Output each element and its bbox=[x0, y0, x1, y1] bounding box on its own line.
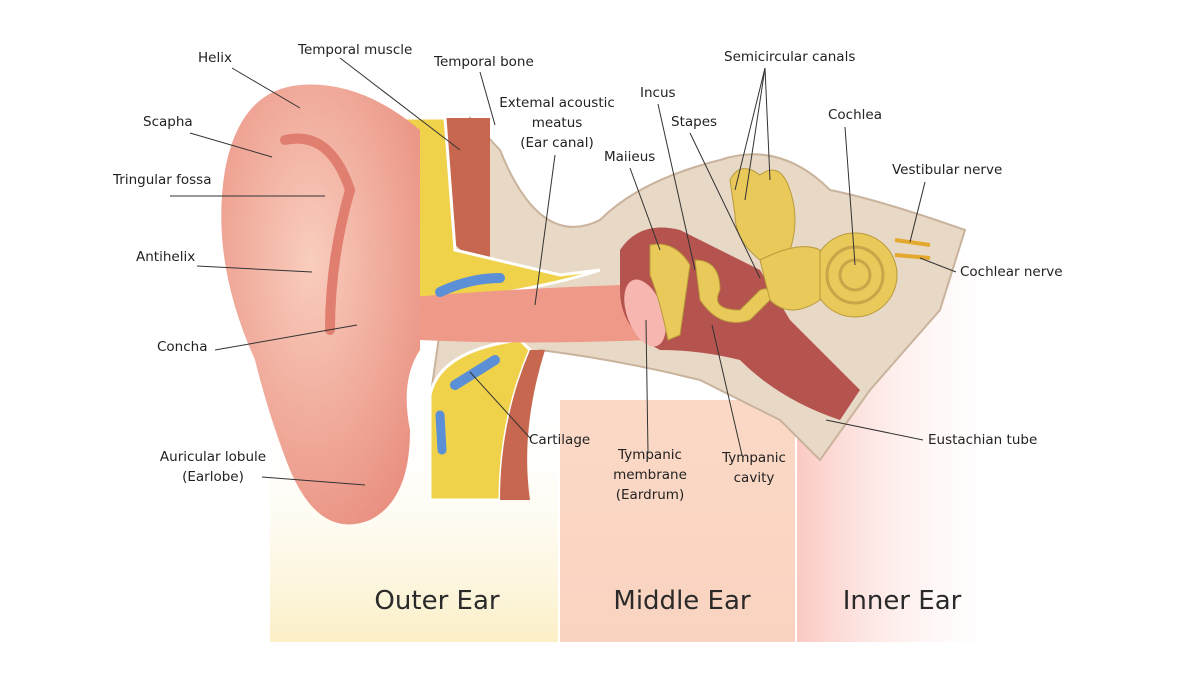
antihelix-fold bbox=[280, 133, 356, 335]
label-line: (Eardrum) bbox=[615, 487, 685, 503]
lower-tissue bbox=[500, 350, 545, 500]
vessel-2 bbox=[450, 355, 500, 390]
label-stapes: Stapes bbox=[671, 114, 718, 130]
label-triangular-fossa: Tringular fossa bbox=[113, 172, 212, 188]
auricle-shape bbox=[221, 84, 420, 525]
label-line: Auricular lobule bbox=[159, 449, 267, 465]
label-cochlea: Cochlea bbox=[828, 107, 882, 123]
label-vestibular-nerve: Vestibular nerve bbox=[892, 162, 1003, 178]
label-line: Tympanic bbox=[618, 447, 682, 463]
nerve-shape bbox=[894, 238, 931, 260]
leader-lines bbox=[170, 57, 957, 486]
label-temporal-muscle: Temporal muscle bbox=[298, 42, 413, 58]
middle-ear-panel bbox=[560, 400, 795, 642]
region-inner-ear: Inner Ear bbox=[842, 586, 962, 616]
label-line: meatus bbox=[531, 115, 583, 131]
label-external-meatus: Extemal acoustic meatus (Ear canal) bbox=[499, 93, 615, 153]
label-line: (Ear canal) bbox=[520, 135, 594, 151]
label-concha: Concha bbox=[157, 339, 208, 355]
label-antihelix: Antihelix bbox=[136, 249, 196, 265]
label-cochlear-nerve: Cochlear nerve bbox=[960, 264, 1063, 280]
region-middle-ear: Middle Ear bbox=[613, 586, 751, 616]
label-line: cavity bbox=[733, 470, 775, 486]
label-eustachian-tube: Eustachian tube bbox=[928, 432, 1038, 448]
label-line: (Earlobe) bbox=[182, 469, 244, 485]
label-scapha: Scapha bbox=[143, 114, 193, 130]
ear-canal-shape bbox=[380, 285, 650, 345]
vessel-3 bbox=[435, 410, 447, 455]
label-line: Extemal acoustic bbox=[499, 95, 615, 111]
label-line: membrane bbox=[613, 467, 687, 483]
vestibule-shape bbox=[759, 246, 821, 311]
region-outer-ear: Outer Ear bbox=[374, 586, 500, 616]
eardrum-shape bbox=[624, 279, 666, 347]
ossicles-shape bbox=[649, 243, 772, 341]
label-line: Tympanic bbox=[722, 450, 786, 466]
label-helix: Helix bbox=[198, 50, 232, 66]
label-incus: Incus bbox=[640, 85, 676, 101]
label-semicircular-canals: Semicircular canals bbox=[724, 49, 856, 65]
label-cartilage: Cartilage bbox=[529, 432, 591, 448]
label-tympanic-cavity: Tympanic cavity bbox=[722, 448, 786, 488]
label-auricular-lobule: Auricular lobule (Earlobe) bbox=[160, 447, 266, 487]
label-tympanic-membrane: Tympanic membrane (Eardrum) bbox=[613, 445, 687, 505]
label-malleus: Maiieus bbox=[604, 149, 656, 165]
vessel-1 bbox=[435, 273, 505, 297]
label-temporal-bone: Temporal bone bbox=[434, 54, 534, 70]
